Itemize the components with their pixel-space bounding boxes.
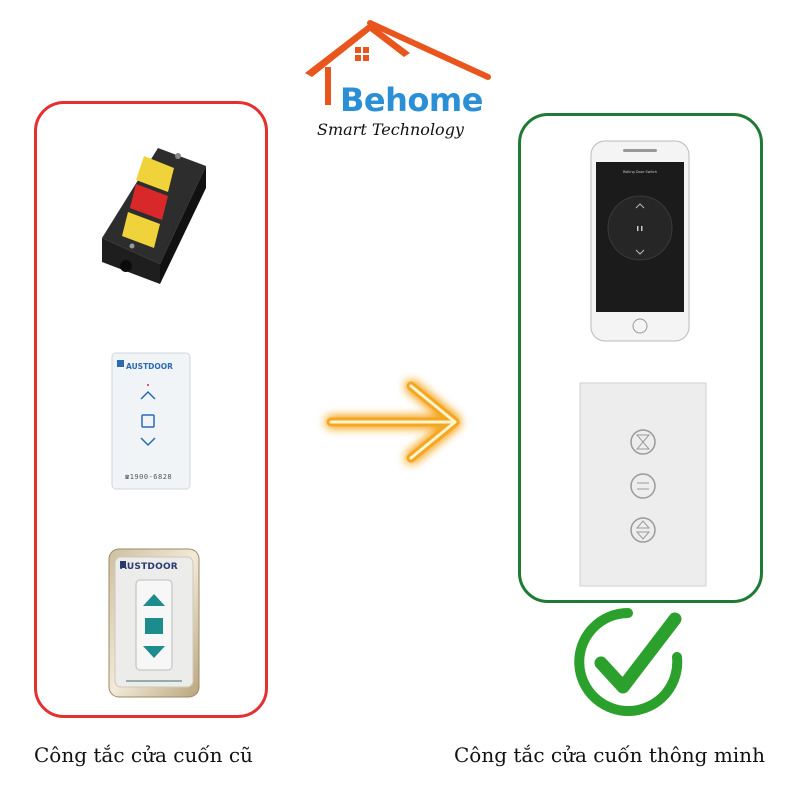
logo-tagline: Smart Technology bbox=[317, 120, 464, 139]
old-wall-switch: AUSTDOOR bbox=[108, 548, 200, 698]
smartphone-app-screen: Rolling Door Switch bbox=[590, 140, 690, 342]
smart-switch-panel bbox=[518, 113, 763, 603]
behome-logo: Behome Smart Technology bbox=[300, 15, 500, 145]
house-roof-icon bbox=[305, 20, 491, 105]
check-circle-icon bbox=[574, 608, 683, 716]
old-switch-panel bbox=[34, 101, 268, 718]
caption-old-switch: Công tắc cửa cuốn cũ bbox=[34, 743, 253, 767]
remote-hotline: ☎1900-6828 bbox=[125, 473, 173, 481]
caption-smart-switch: Công tắc cửa cuốn thông minh bbox=[454, 743, 765, 767]
glowing-arrow-right-icon bbox=[326, 381, 460, 463]
smart-touch-switch-image bbox=[579, 382, 707, 587]
app-title: Rolling Door Switch bbox=[623, 170, 657, 174]
remote-brand: AUSTDOOR bbox=[126, 362, 173, 371]
wall-switch-brand: AUSTDOOR bbox=[120, 562, 178, 572]
old-remote-control: AUSTDOOR ☎1900-6828 bbox=[111, 352, 191, 490]
logo-name: Behome bbox=[340, 81, 483, 119]
old-box-switch-image bbox=[102, 148, 206, 284]
